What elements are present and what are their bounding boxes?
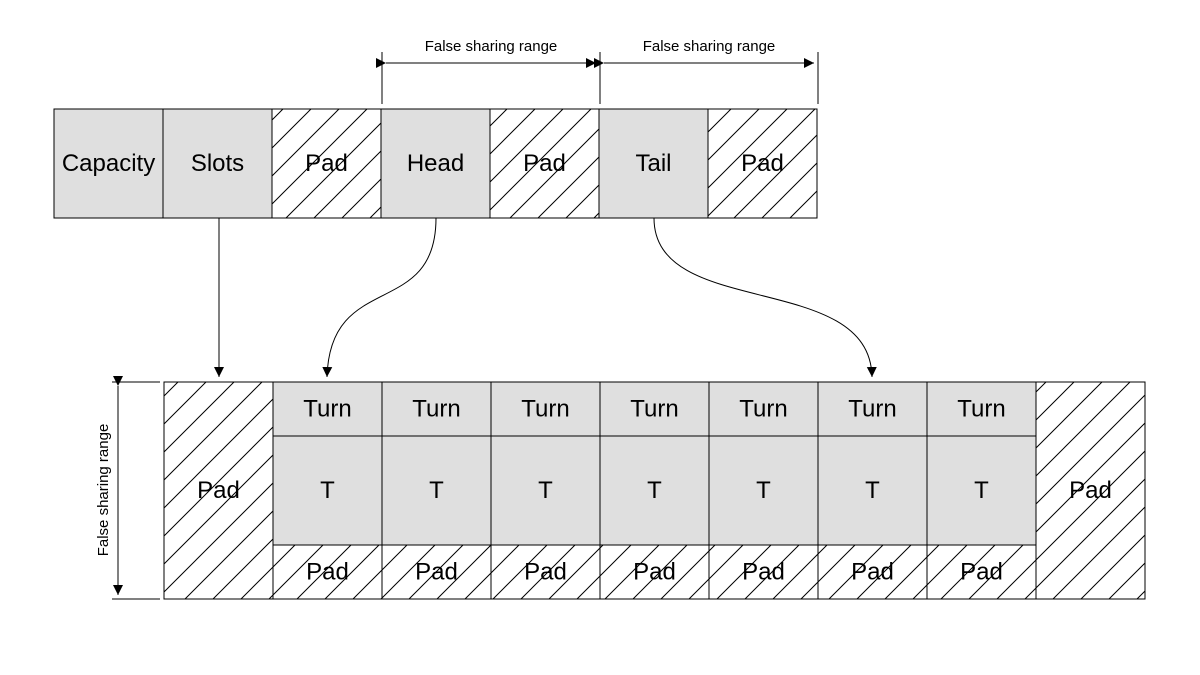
slot-6-value-cell bbox=[926, 435, 1037, 546]
slot-1-value-cell bbox=[381, 435, 492, 546]
slot-4-value-label: T bbox=[756, 477, 771, 504]
slot-5-pad-label: Pad bbox=[851, 559, 894, 586]
false-sharing-range-top-left: False sharing range bbox=[376, 38, 596, 104]
header-cell-5-tail-label: Tail bbox=[635, 150, 671, 177]
slot-1-turn-label: Turn bbox=[412, 396, 460, 423]
slot-6-pad-label: Pad bbox=[960, 559, 1003, 586]
slot-1-pad-label: Pad bbox=[415, 559, 458, 586]
right-pad-cell bbox=[1035, 381, 1146, 600]
slot-4-pad-cell bbox=[708, 544, 819, 600]
slot-0-value-cell bbox=[272, 435, 383, 546]
slot-1-value-label: T bbox=[429, 477, 444, 504]
false-sharing-range-top-right: False sharing range bbox=[594, 38, 819, 104]
slot-0-turn-cell bbox=[272, 381, 383, 437]
range-label-top-right: False sharing range bbox=[643, 38, 776, 55]
slot-2-turn-label: Turn bbox=[521, 396, 569, 423]
slot-4-pad-label: Pad bbox=[742, 559, 785, 586]
range-label-vertical: False sharing range bbox=[95, 424, 112, 557]
header-cell-2-pad bbox=[271, 108, 382, 219]
slot-2-pad-label: Pad bbox=[524, 559, 567, 586]
slot-0-pad-label: Pad bbox=[306, 559, 349, 586]
header-cell-6-pad bbox=[707, 108, 818, 219]
left-pad-label: Pad bbox=[197, 477, 240, 504]
slot-5-value-cell bbox=[817, 435, 928, 546]
header-cell-0-capacity bbox=[53, 108, 164, 219]
slot-3-turn-label: Turn bbox=[630, 396, 678, 423]
connectors bbox=[214, 217, 877, 378]
false-sharing-range-vertical: False sharing range bbox=[95, 376, 160, 600]
slot-2-value-cell bbox=[490, 435, 601, 546]
slot-4-value-cell bbox=[708, 435, 819, 546]
slot-3-value-cell bbox=[599, 435, 710, 546]
header-cell-4-pad-label: Pad bbox=[523, 150, 566, 177]
header-cell-3-head-label: Head bbox=[407, 150, 464, 177]
slot-5-pad-cell bbox=[817, 544, 928, 600]
head-pointer-arrow bbox=[322, 217, 437, 378]
slot-5-turn-cell bbox=[817, 381, 928, 437]
slot-6-value-label: T bbox=[974, 477, 989, 504]
slot-2-turn-cell bbox=[490, 381, 601, 437]
header-cell-1-slots bbox=[162, 108, 273, 219]
range-label-top-left: False sharing range bbox=[425, 38, 558, 55]
slot-4-turn-label: Turn bbox=[739, 396, 787, 423]
slot-3-pad-cell bbox=[599, 544, 710, 600]
header-cell-6-pad-label: Pad bbox=[741, 150, 784, 177]
slot-3-pad-label: Pad bbox=[633, 559, 676, 586]
slot-0-value-label: T bbox=[320, 477, 335, 504]
slot-2-pad-cell bbox=[490, 544, 601, 600]
slot-2-value-label: T bbox=[538, 477, 553, 504]
tail-pointer-arrow bbox=[653, 217, 877, 378]
slot-6-pad-cell bbox=[926, 544, 1037, 600]
slot-6-turn-label: Turn bbox=[957, 396, 1005, 423]
header-cell-3-head bbox=[380, 108, 491, 219]
right-pad-label: Pad bbox=[1069, 477, 1112, 504]
slot-0-pad-cell bbox=[272, 544, 383, 600]
queue-header-row: Capacity Slots Pad Head Pad Tail Pad bbox=[53, 108, 818, 219]
slot-0-turn-label: Turn bbox=[303, 396, 351, 423]
header-cell-4-pad bbox=[489, 108, 600, 219]
slot-5-turn-label: Turn bbox=[848, 396, 896, 423]
header-cell-1-slots-label: Slots bbox=[191, 150, 244, 177]
header-cell-0-capacity-label: Capacity bbox=[62, 150, 155, 177]
slot-5-value-label: T bbox=[865, 477, 880, 504]
slot-1-turn-cell bbox=[381, 381, 492, 437]
slot-3-value-label: T bbox=[647, 477, 662, 504]
slots-array: PadTurnTPadTurnTPadTurnTPadTurnTPadTurnT… bbox=[163, 381, 1146, 600]
header-cell-2-pad-label: Pad bbox=[305, 150, 348, 177]
slot-3-turn-cell bbox=[599, 381, 710, 437]
